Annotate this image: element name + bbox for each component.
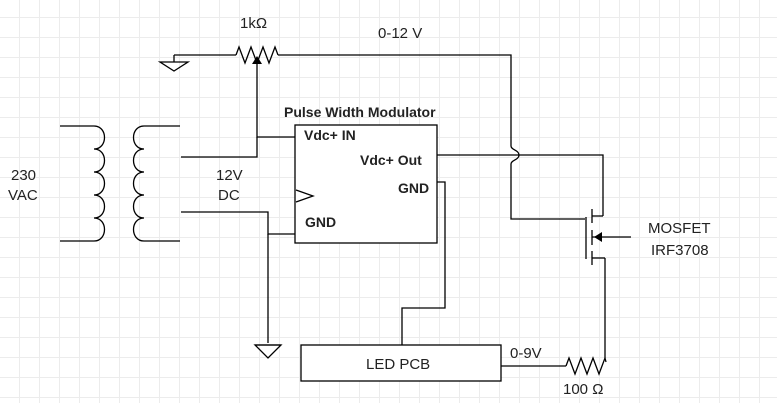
wire-secondary-negative — [181, 211, 295, 235]
potentiometer-value-label: 1kΩ — [240, 15, 267, 32]
resistor-value-label: 100 Ω — [563, 381, 603, 398]
ac-unit-label: VAC — [8, 187, 38, 204]
wire-0-12v — [278, 54, 512, 146]
ac-voltage-label: 230 — [11, 167, 36, 184]
led-pcb-box — [300, 344, 502, 382]
resistor-100-ohm — [565, 355, 607, 376]
potentiometer-ground-symbol — [157, 54, 236, 72]
pwm-module-box — [294, 124, 438, 244]
led-range-label: 0-9V — [510, 345, 542, 362]
mosfet-symbol — [585, 209, 631, 358]
pwm-pin-vdc-out: Vdc+ Out — [360, 152, 422, 168]
pwm-pin-gnd-left: GND — [305, 214, 336, 230]
led-pcb-label: LED PCB — [366, 356, 430, 373]
pwm-pin-vdc-in: Vdc+ IN — [304, 127, 356, 143]
wire-pwm-out-to-mosfet — [437, 154, 604, 209]
pwm-pin-gnd-right: GND — [398, 180, 429, 196]
potentiometer-1k — [235, 45, 279, 82]
potentiometer-wiper-arrow — [252, 56, 262, 64]
dc-voltage-label: 12V — [216, 167, 243, 184]
transformer-primary-coil — [60, 125, 106, 242]
mosfet-type-label: MOSFET — [648, 220, 711, 237]
pwm-title-label: Pulse Width Modulator — [284, 104, 436, 120]
wire-to-mosfet-drain — [510, 164, 585, 220]
wire-secondary-positive — [181, 137, 258, 158]
wire-pwm-gnd-to-led — [401, 181, 446, 345]
output-range-label: 0-12 V — [378, 25, 422, 42]
transformer-secondary-coil — [132, 125, 180, 242]
mosfet-part-label: IRF3708 — [651, 242, 709, 259]
dc-unit-label: DC — [218, 187, 240, 204]
pwm-clock-input-marker — [295, 189, 315, 203]
ground-symbol — [253, 344, 283, 359]
